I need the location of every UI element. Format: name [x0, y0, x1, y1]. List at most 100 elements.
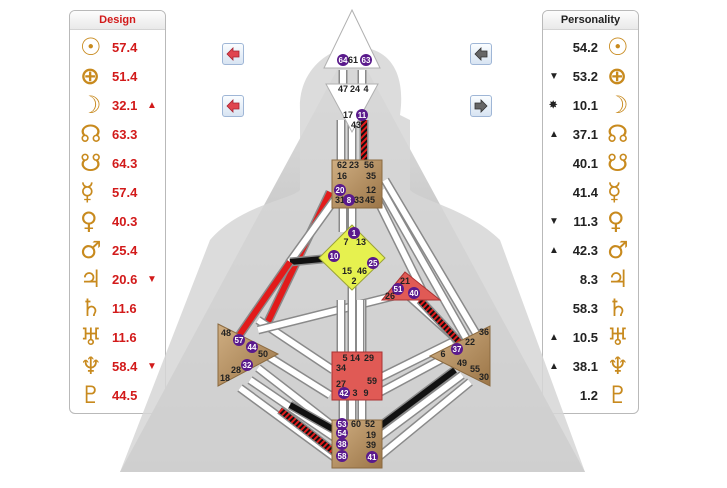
saturn-icon: ♄ — [607, 294, 629, 322]
gate-label: 64 — [339, 56, 348, 65]
pluto-icon: ♇ — [607, 381, 629, 409]
personality-value: 11.3 — [573, 214, 598, 229]
channel-line — [248, 377, 340, 443]
personality-mark: ✸ — [549, 100, 558, 111]
channel-line — [288, 402, 340, 435]
gate-label: 2 — [351, 276, 356, 286]
spleen-center — [217, 323, 280, 387]
gate-label: 38 — [338, 440, 347, 449]
design-row-venus: ♀40.3 — [70, 207, 165, 236]
gate-label: 20 — [336, 186, 345, 195]
personality-mark: ▲ — [549, 361, 559, 372]
gate-label: 39 — [366, 440, 376, 450]
active-gate-marker — [366, 451, 378, 463]
gate-label: 18 — [220, 373, 230, 383]
design-row-earth: ⊕51.4 — [70, 62, 165, 91]
personality-row-pluto: ♇1.2 — [543, 381, 638, 410]
design-value: 20.6 — [112, 272, 138, 287]
solar-plexus-center — [428, 325, 491, 387]
design-value: 57.4 — [112, 40, 138, 55]
personality-row-saturn: ♄ 58.3 — [543, 294, 638, 323]
north-node-icon: ☊ — [607, 120, 629, 148]
design-row-neptune: ♆58.4▼ — [70, 352, 165, 381]
personality-value: 10.5 — [572, 330, 598, 345]
active-gate-marker — [392, 283, 404, 295]
channel-line — [373, 379, 472, 463]
channel-line — [278, 407, 340, 458]
mercury-icon: ☿ — [80, 178, 95, 206]
personality-value: 58.3 — [572, 301, 598, 316]
gate-label: 34 — [336, 363, 346, 373]
gate-label: 52 — [365, 419, 375, 429]
personality-back-arrow-button[interactable] — [470, 43, 492, 65]
gate-label: 13 — [356, 237, 366, 247]
personality-row-mars: ♂42.3▲ — [543, 236, 638, 265]
design-value: 32.1 — [112, 98, 138, 113]
gate-label: 9 — [363, 388, 368, 398]
venus-icon: ♀ — [607, 207, 625, 235]
active-gate-marker — [367, 257, 379, 269]
personality-title: Personality — [543, 11, 638, 30]
active-gate-marker — [233, 334, 245, 346]
gate-label: 11 — [358, 111, 367, 120]
active-gate-marker — [360, 54, 372, 66]
arrow-right-icon — [474, 99, 488, 113]
personality-mark: ▲ — [549, 129, 559, 140]
active-gate-marker — [451, 343, 463, 355]
earth-icon: ⊕ — [607, 62, 628, 90]
gate-label: 62 — [337, 160, 347, 170]
sun-icon: ☉ — [80, 33, 102, 61]
gate-label: 40 — [410, 289, 419, 298]
personality-value: 10.1 — [572, 98, 598, 113]
gate-label: 63 — [362, 56, 371, 65]
gate-label: 30 — [479, 372, 489, 382]
throat-center — [331, 159, 383, 209]
gate-label: 43 — [351, 120, 361, 130]
personality-row-neptune: ♆38.1▲ — [543, 352, 638, 381]
gate-label: 16 — [337, 171, 347, 181]
personality-row-jupiter: ♃ 8.3 — [543, 265, 638, 294]
personality-mark: ▼ — [549, 71, 559, 82]
design-value: 57.4 — [112, 185, 138, 200]
channel-line — [379, 188, 473, 347]
personality-row-uranus: ♅10.5▲ — [543, 323, 638, 352]
gate-label: 49 — [457, 358, 467, 368]
gate-label: 44 — [248, 343, 257, 352]
channel-line — [256, 347, 332, 398]
body-silhouette — [120, 46, 585, 472]
personality-row-sun: ☉54.2 — [543, 33, 638, 62]
gate-label: 32 — [243, 361, 252, 370]
gate-label: 22 — [465, 337, 475, 347]
personality-value: 42.3 — [572, 243, 598, 258]
gate-label: 25 — [369, 259, 378, 268]
channel-line — [382, 178, 483, 342]
gate-label: 8 — [347, 196, 352, 205]
neptune-icon: ♆ — [607, 352, 629, 380]
design-forward-arrow-button[interactable] — [222, 95, 244, 117]
design-row-pluto: ♇44.5 — [70, 381, 165, 410]
personality-row-mercury: ☿41.4 — [543, 178, 638, 207]
personality-row-moon: ☽10.1✸ — [543, 91, 638, 120]
design-back-arrow-button[interactable] — [222, 43, 244, 65]
personality-panel: Personality ☉54.2⊕53.2▼☽10.1✸☊37.1▲☋40.1… — [542, 10, 639, 414]
channel-line — [399, 287, 466, 348]
jupiter-icon: ♃ — [607, 265, 629, 293]
gate-label: 21 — [400, 276, 410, 286]
arrow-left-icon — [226, 47, 240, 61]
personality-value: 8.3 — [579, 272, 598, 287]
design-title: Design — [70, 11, 165, 30]
personality-value: 54.2 — [572, 40, 598, 55]
design-panel: Design ☉57.4⊕51.4☽32.1▲☊63.3☋64.3☿57.4♀4… — [69, 10, 166, 414]
design-value: 51.4 — [112, 69, 138, 84]
gate-label: 57 — [235, 336, 244, 345]
personality-forward-arrow-button[interactable] — [470, 95, 492, 117]
gate-label: 14 — [350, 353, 360, 363]
channel-line — [261, 190, 333, 332]
personality-row-earth: ⊕53.2▼ — [543, 62, 638, 91]
active-gate-marker — [343, 194, 355, 206]
design-row-sun: ☉ 57.4 — [70, 33, 165, 62]
active-gate-marker — [328, 250, 340, 262]
gate-label: 61 — [348, 55, 358, 65]
active-gate-marker — [336, 438, 348, 450]
design-row-moon: ☽32.1▲ — [70, 91, 165, 120]
